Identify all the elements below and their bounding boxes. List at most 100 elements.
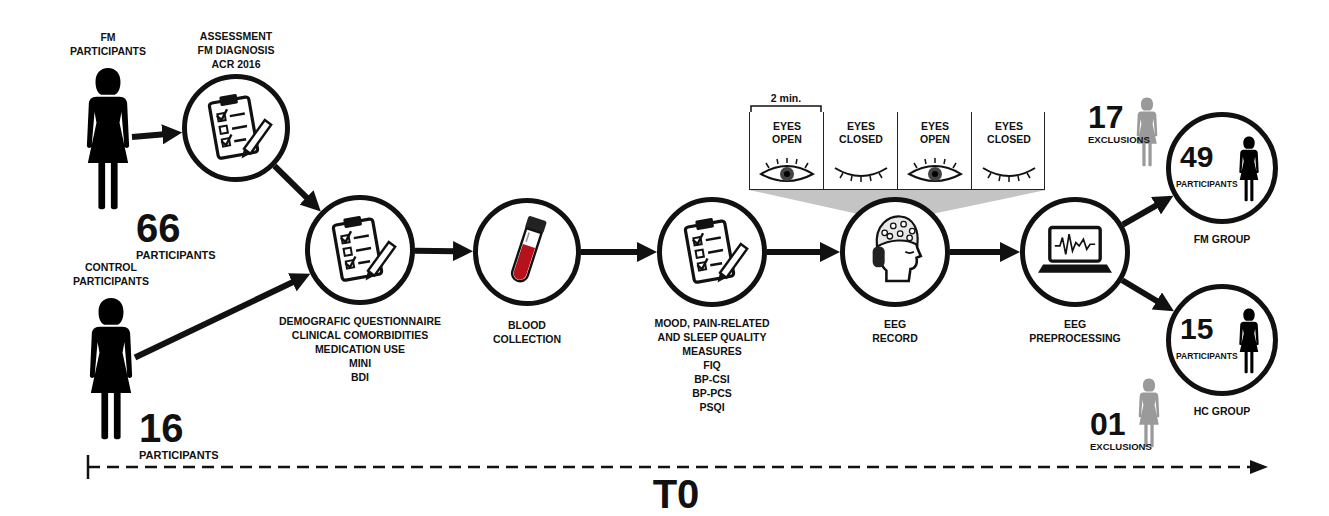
circle-outline (308, 198, 413, 303)
step-circle-shape (473, 198, 581, 306)
phase-box: EYES CLOSED (971, 112, 1045, 190)
phase-label: EYES OPEN (908, 120, 962, 146)
eye-closed-icon (835, 168, 887, 182)
step-label: FIQ (647, 358, 777, 372)
step-label: MOOD, PAIN-RELATED AND SLEEP QUALITY MEA… (647, 316, 777, 358)
flow-arrow (950, 249, 1002, 255)
phase-box: EYES OPEN (749, 112, 823, 190)
flow-arrow (415, 248, 455, 254)
caption-block: EYES CLOSED (834, 120, 888, 146)
circle-outline (185, 77, 288, 180)
clip-icon (332, 214, 395, 281)
count-number: 66 (136, 208, 181, 248)
step-circle: EEG RECORD (840, 197, 950, 307)
phase-box: EYES CLOSED (823, 112, 897, 190)
participant-figure: FM PARTICIPANTS66PARTICIPANTS (84, 62, 132, 216)
count-caption: PARTICIPANTS (139, 450, 219, 461)
laptop-icon (1038, 227, 1112, 272)
eeg-icon (873, 216, 921, 281)
duration-label: 2 min. (749, 93, 823, 104)
excluded-figure-shape (1136, 378, 1162, 448)
step-label: EEG RECORD (865, 317, 925, 345)
count-number: 16 (139, 408, 184, 448)
count-number: 49 (1180, 142, 1213, 172)
step-circle: EEG PREPROCESSING (1020, 197, 1130, 307)
circle-outline (1169, 287, 1276, 394)
step-label: FM PARTICIPANTS (62, 30, 154, 58)
count-caption: EXCLUSIONS (1090, 442, 1152, 452)
step-label: ASSESSMENT FM DIAGNOSIS ACR 2016 (193, 29, 279, 71)
step-label: CONTROL PARTICIPANTS (65, 260, 157, 288)
caption-block: DEMOGRAFIC QUESTIONNAIRECLINICAL COMORBI… (260, 314, 460, 384)
caption-block: EEG RECORD (865, 317, 925, 345)
step-label: BP-PCS (647, 386, 777, 400)
step-label: PSQI (647, 400, 777, 414)
flow-arrow (1122, 280, 1158, 302)
clip-icon (208, 92, 271, 159)
person-silhouette (1139, 378, 1160, 447)
timepoint-label: T0 (626, 474, 726, 514)
caption-block: HC GROUP (1167, 404, 1277, 418)
step-label: BP-CSI (647, 372, 777, 386)
step-label: HC GROUP (1167, 404, 1277, 418)
woman-icon (1239, 308, 1258, 373)
count-number: 01 (1090, 408, 1126, 440)
group-circle: HC GROUP15PARTICIPANTS (1166, 284, 1278, 396)
caption-block: ASSESSMENT FM DIAGNOSIS ACR 2016 (193, 29, 279, 71)
step-label: MEDICATION USE (260, 342, 460, 356)
phase-box: EYES OPEN (897, 112, 971, 190)
step-circle-shape (657, 197, 767, 307)
phase-label: EYES CLOSED (834, 120, 888, 146)
excluded-figure: 17EXCLUSIONS (1134, 97, 1160, 167)
flow-arrow (132, 134, 164, 137)
excluded-figure-shape (1134, 97, 1160, 167)
step-circle-shape (840, 197, 950, 307)
eye-open-icon (909, 158, 961, 181)
count-number: 17 (1088, 101, 1124, 133)
group-circle: FM GROUP49PARTICIPANTS (1166, 112, 1278, 224)
participant-figure: CONTROL PARTICIPANTS16PARTICIPANTS (87, 292, 135, 446)
step-circle: MOOD, PAIN-RELATED AND SLEEP QUALITY MEA… (657, 197, 767, 307)
person-silhouette (87, 68, 129, 209)
timeline-arrow-head (1250, 460, 1268, 474)
caption-block: BLOOD COLLECTION (486, 318, 568, 346)
participant-figure-shape (87, 292, 135, 446)
step-circle-shape (305, 195, 415, 305)
flow-arrow (581, 249, 639, 255)
excluded-figure: 01EXCLUSIONS (1136, 378, 1162, 448)
circle-outline (1023, 200, 1128, 305)
count-caption: EXCLUSIONS (1088, 135, 1150, 145)
count-caption: PARTICIPANTS (136, 250, 216, 261)
flow-arrow (135, 281, 294, 357)
caption-block: EEG PREPROCESSING (1023, 317, 1127, 345)
phase-label: EYES OPEN (760, 120, 814, 146)
tube-icon (508, 216, 547, 284)
eye-open-icon (761, 158, 813, 181)
clip-icon (684, 216, 747, 283)
caption-block: EYES OPEN (760, 120, 814, 146)
phase-label: EYES CLOSED (982, 120, 1036, 146)
caption-block: EYES CLOSED (982, 120, 1036, 146)
step-circle: ASSESSMENT FM DIAGNOSIS ACR 2016 (182, 74, 290, 182)
circle-outline (476, 201, 579, 304)
timeline-tick (87, 455, 90, 479)
flow-arrow (1123, 205, 1158, 225)
caption-block: CONTROL PARTICIPANTS (65, 260, 157, 288)
person-silhouette (1137, 97, 1158, 166)
count-number: 15 (1180, 314, 1213, 344)
step-label: DEMOGRAFIC QUESTIONNAIRE (260, 314, 460, 328)
caption-block: EYES OPEN (908, 120, 962, 146)
step-label: CLINICAL COMORBIDITIES (260, 328, 460, 342)
woman-icon (1239, 136, 1258, 201)
step-label: FM GROUP (1167, 232, 1277, 246)
step-label: BLOOD COLLECTION (486, 318, 568, 346)
count-caption: PARTICIPANTS (1176, 180, 1238, 189)
timeline-line (88, 466, 1252, 469)
step-circle-shape (1020, 197, 1130, 307)
eye-closed-icon (983, 168, 1035, 182)
step-label: MINI (260, 356, 460, 370)
count-caption: PARTICIPANTS (1176, 352, 1238, 361)
circle-outline (660, 200, 765, 305)
